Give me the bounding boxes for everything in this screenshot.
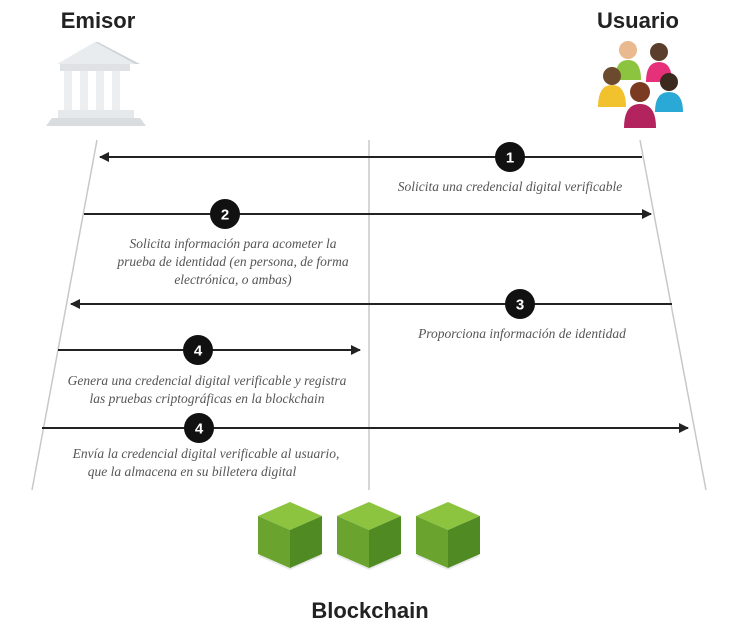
step-3-text: Proporciona información de identidad xyxy=(417,326,626,341)
step-3-number: 3 xyxy=(516,297,524,314)
step-2-number: 2 xyxy=(221,207,229,224)
step-1-number: 1 xyxy=(506,150,514,167)
blockchain-title: Blockchain xyxy=(311,598,428,623)
user-lane xyxy=(639,139,707,491)
step-4b-badge xyxy=(184,413,214,443)
step-4a-text-line-2: las pruebas criptográficas en la blockch… xyxy=(89,391,324,406)
block-2 xyxy=(337,502,401,570)
step-2-text-line-3: electrónica, o ambas) xyxy=(174,272,292,287)
step-4a-text-line-1: Genera una credencial digital verificabl… xyxy=(68,373,347,388)
step-4b-text-line-1: Envía la credencial digital verificable … xyxy=(72,446,340,461)
user-title: Usuario xyxy=(597,8,679,33)
step-1-text: Solicita una credencial digital verifica… xyxy=(398,179,622,194)
green-blocks-icon xyxy=(258,502,480,570)
block-3 xyxy=(416,502,480,570)
bank-building-icon xyxy=(46,42,146,126)
step-4b-text-line-2: que la almacena en su billetera digital xyxy=(88,464,297,479)
people-group-icon xyxy=(598,41,683,128)
step-2-badge xyxy=(210,199,240,229)
step-4b-number: 4 xyxy=(195,421,204,438)
step-4a-number: 4 xyxy=(194,343,203,360)
step-2-text-line-1: Solicita información para acometer la xyxy=(130,236,337,251)
issuer-lane xyxy=(31,139,98,491)
step-2-text-line-2: prueba de identidad (en persona, de form… xyxy=(116,254,349,269)
step-1-badge xyxy=(495,142,525,172)
step-3-badge xyxy=(505,289,535,319)
step-4a-badge xyxy=(183,335,213,365)
block-1 xyxy=(258,502,322,570)
issuer-title: Emisor xyxy=(61,8,136,33)
